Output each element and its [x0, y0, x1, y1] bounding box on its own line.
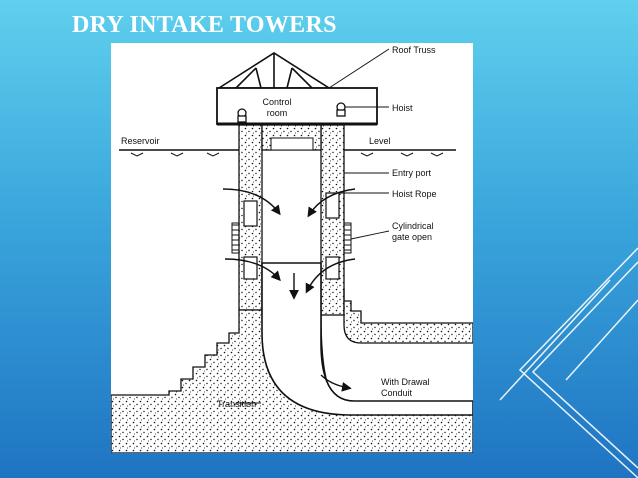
label-reservoir: Reservoir — [121, 136, 160, 146]
reservoir-level-line — [119, 149, 456, 157]
gate-hatching — [231, 222, 352, 254]
roof-truss — [216, 52, 332, 89]
flow-arrows — [222, 188, 356, 392]
leader-lines — [236, 48, 390, 404]
label-control-room-line1: Control — [262, 97, 291, 107]
label-cylindrical-gate-line2: gate open — [392, 232, 432, 242]
label-withdrawal-conduit-line2: Conduit — [381, 388, 413, 398]
label-cylindrical-gate-line1: Cylindrical — [392, 221, 434, 231]
label-transition: Transition — [217, 399, 256, 409]
label-control-room-line2: room — [267, 108, 288, 118]
label-entry-port: Entry port — [392, 168, 432, 178]
intake-tower-drawing: Roof Truss Control room Hoist Reservoir … — [111, 45, 473, 453]
cylindrical-gate — [243, 192, 340, 280]
slide-title: DRY INTAKE TOWERS — [72, 12, 337, 38]
tower-wall-right — [320, 124, 345, 316]
label-level: Level — [369, 136, 391, 146]
label-hoist: Hoist — [392, 103, 413, 113]
hoist-icon — [237, 102, 346, 123]
intake-tower-diagram: Roof Truss Control room Hoist Reservoir … — [111, 43, 473, 453]
label-hoist-rope: Hoist Rope — [392, 189, 437, 199]
label-withdrawal-conduit-line1: With Drawal — [381, 377, 430, 387]
label-roof-truss: Roof Truss — [392, 45, 436, 55]
withdrawal-conduit-bore — [261, 262, 473, 416]
